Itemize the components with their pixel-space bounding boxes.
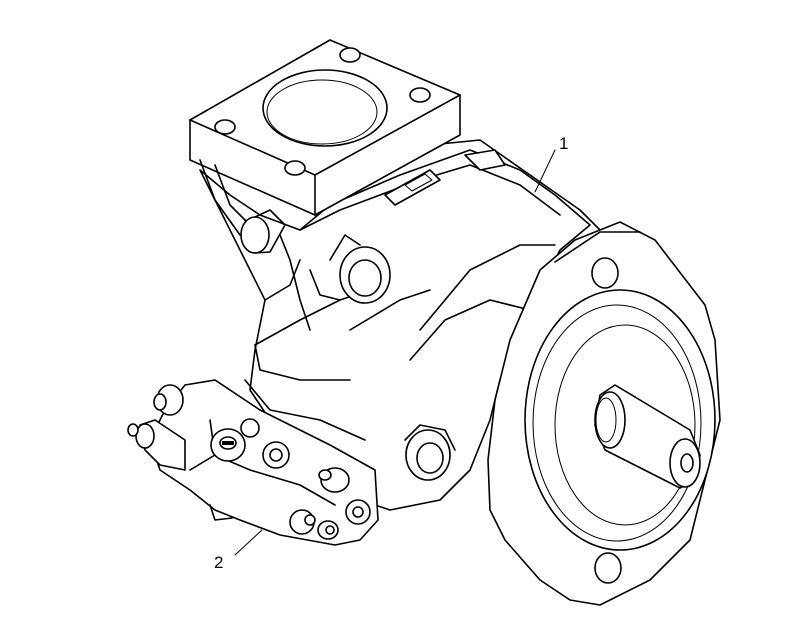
side-boss-lower [404,424,456,481]
drive-shaft [594,384,701,489]
side-boss-left [240,209,286,254]
top-flange [189,39,461,246]
pump-housing [199,139,601,511]
callout-2: 2 [214,529,263,572]
side-boss-upper [309,234,391,304]
callout-2-label: 2 [214,553,223,572]
control-valve [127,379,379,546]
callout-1: 1 [534,134,568,193]
callout-1-label: 1 [559,134,568,153]
